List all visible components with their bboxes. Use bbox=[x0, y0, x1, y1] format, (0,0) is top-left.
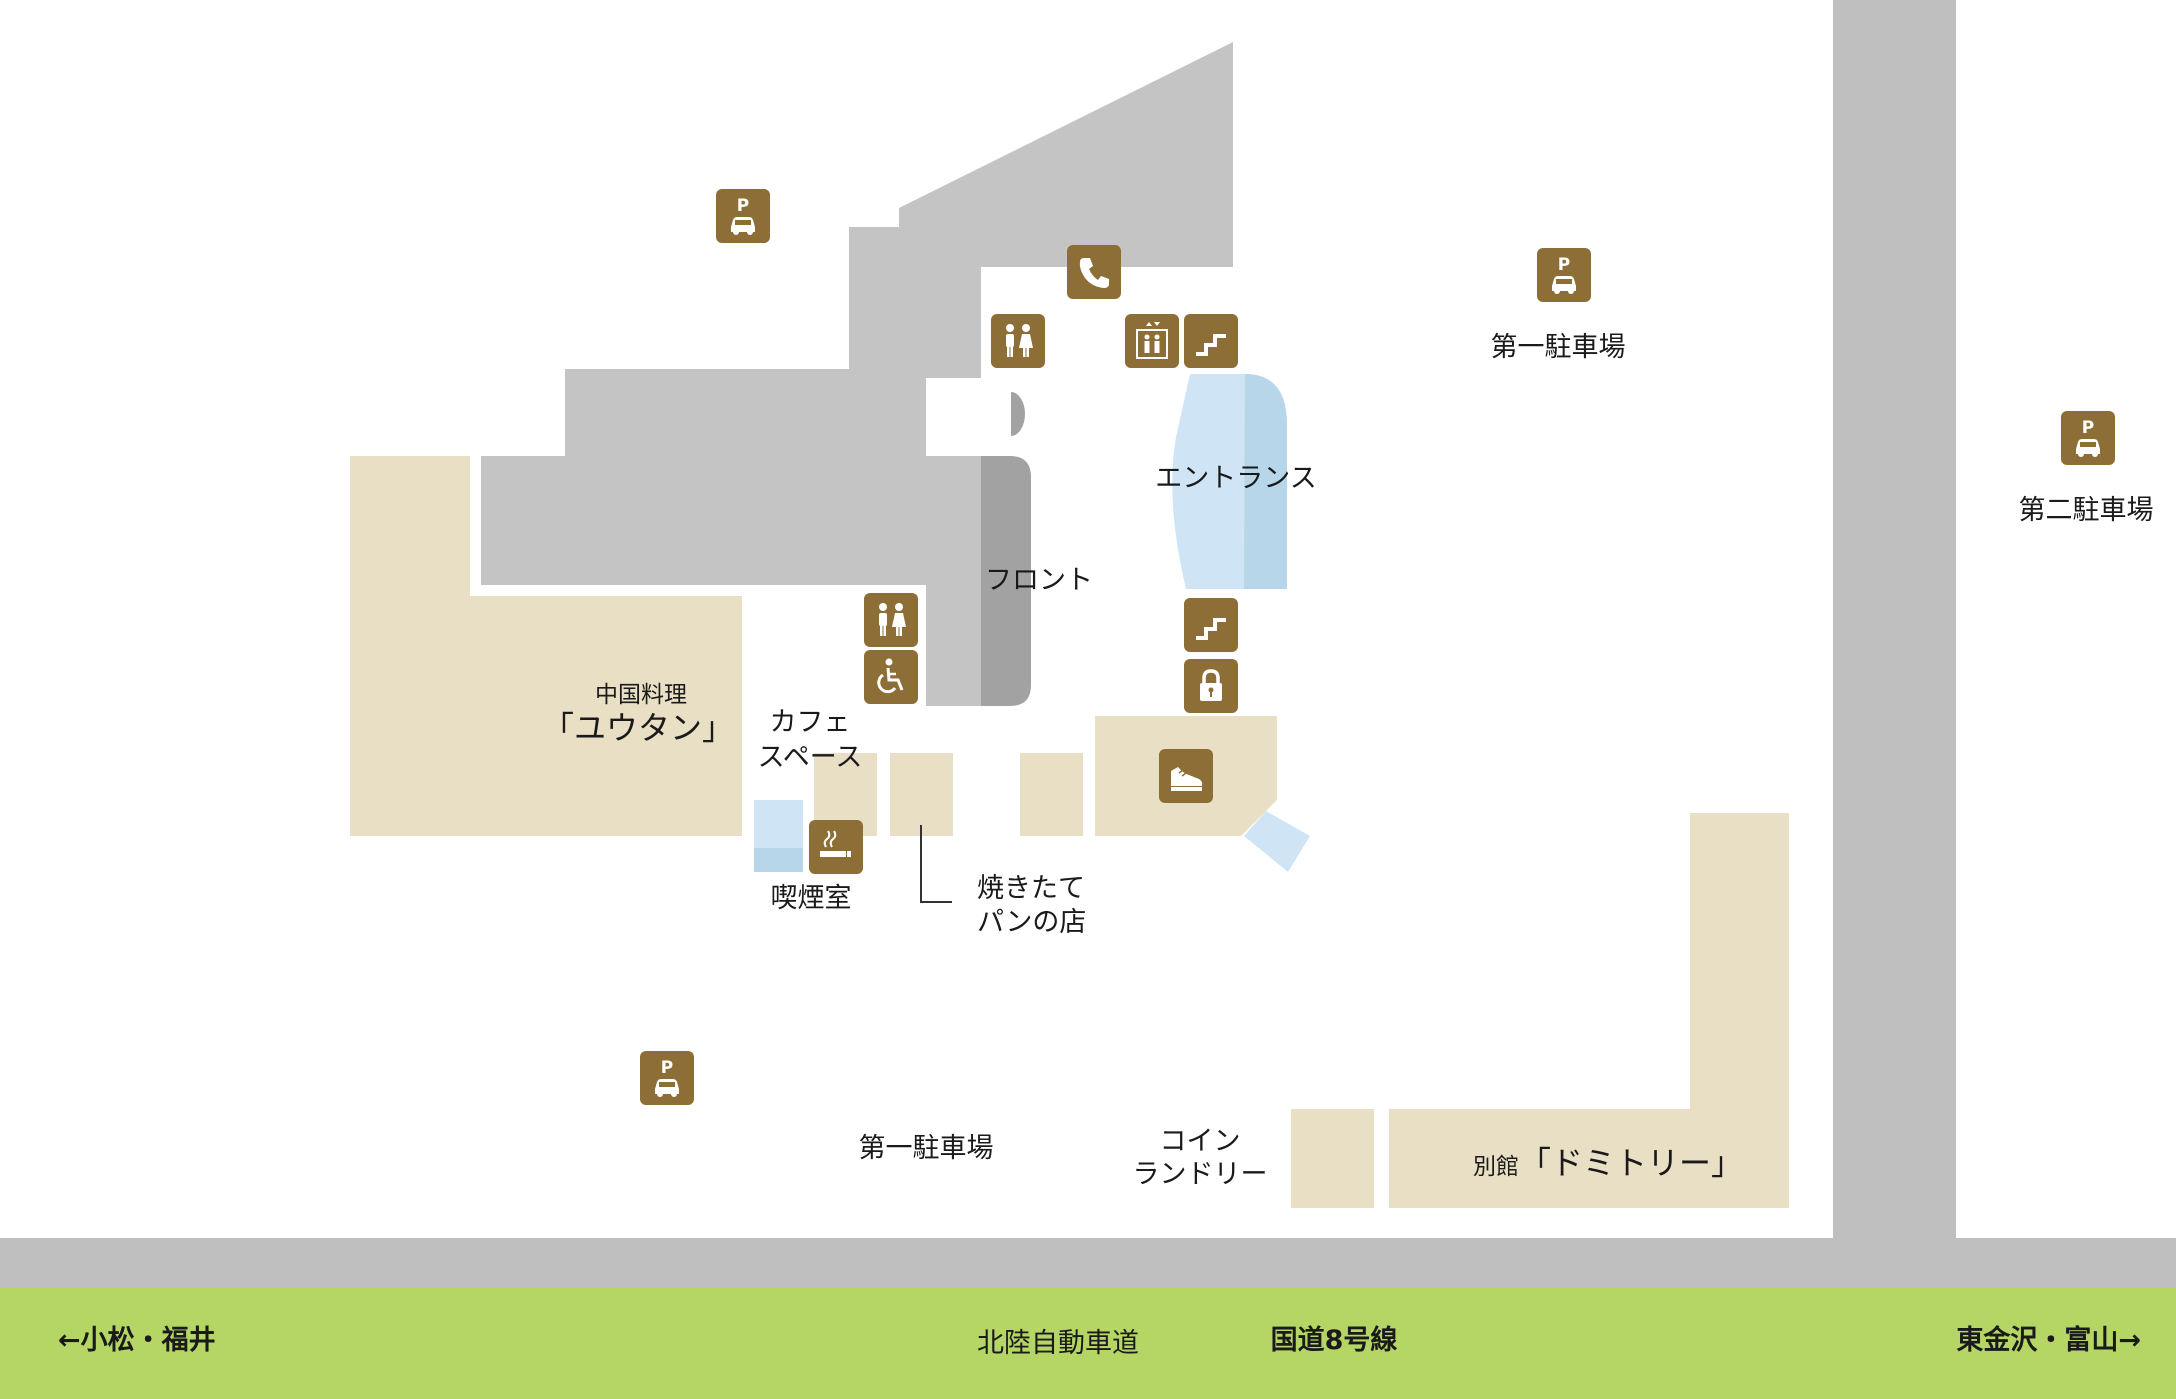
svg-text:P: P bbox=[1558, 255, 1570, 275]
cafe-space-label-line1: カフェ bbox=[769, 707, 851, 738]
svg-text:P: P bbox=[2082, 418, 2094, 438]
wheelchair-icon bbox=[864, 650, 918, 704]
annex-dormitory-area bbox=[1389, 813, 1789, 1208]
parking-icon: P bbox=[1537, 248, 1591, 302]
shoe-icon bbox=[1159, 749, 1213, 803]
side-glass bbox=[1244, 811, 1310, 872]
restroom-icon bbox=[864, 593, 918, 647]
coin-laundry-label-line2: ランドリー bbox=[1132, 1159, 1268, 1190]
main-building-lower bbox=[926, 456, 982, 706]
bakery-label-line2: パンの店 bbox=[977, 907, 1087, 938]
direction-right-label: 東金沢・富山→ bbox=[1956, 1325, 2141, 1356]
first-parking-lot-label: 第一駐車場 bbox=[858, 1133, 994, 1164]
locker-icon bbox=[1184, 659, 1238, 713]
direction-left-label: ←小松・福井 bbox=[58, 1325, 216, 1356]
national-route-band bbox=[0, 1238, 2176, 1288]
side-road bbox=[1833, 0, 1956, 1238]
chinese-restaurant-name: 「ユウタン」 bbox=[541, 709, 735, 747]
pillar bbox=[1011, 392, 1025, 436]
expressway-band bbox=[0, 1288, 2176, 1399]
cafe-space-label-line2: スペース bbox=[757, 742, 863, 773]
shop-area bbox=[1020, 753, 1083, 836]
stairs-icon bbox=[1184, 598, 1238, 652]
svg-text:P: P bbox=[661, 1058, 673, 1078]
front-desk-counter bbox=[981, 456, 1031, 706]
svg-text:P: P bbox=[737, 196, 749, 216]
smoking-room-label: 喫煙室 bbox=[770, 883, 852, 914]
telephone-icon bbox=[1067, 245, 1121, 299]
main-building bbox=[481, 42, 1233, 585]
annex-dormitory-label: 別館「ドミトリー」 bbox=[1473, 1144, 1744, 1183]
parking-icon: P bbox=[2061, 411, 2115, 465]
smoking-icon bbox=[809, 820, 863, 874]
restroom-icon bbox=[991, 314, 1045, 368]
second-parking-lot-label: 第二駐車場 bbox=[2018, 495, 2154, 526]
smoking-room-glass-shade bbox=[754, 848, 803, 872]
first-parking-lot-label: 第一駐車場 bbox=[1490, 332, 1626, 363]
chinese-restaurant-area bbox=[350, 456, 742, 836]
elevator-icon bbox=[1125, 314, 1179, 368]
bakery-area bbox=[890, 753, 953, 836]
entrance-label: エントランス bbox=[1155, 463, 1317, 494]
chinese-restaurant-label: 中国料理 bbox=[595, 682, 687, 708]
parking-icon: P bbox=[716, 189, 770, 243]
coin-laundry-area bbox=[1291, 1109, 1374, 1208]
front-desk-label: フロント bbox=[985, 565, 1093, 596]
annex-name: 「ドミトリー」 bbox=[1519, 1144, 1744, 1182]
entrance-glass-shade bbox=[1244, 374, 1287, 589]
coin-laundry-label-line1: コイン bbox=[1159, 1126, 1241, 1157]
annex-prefix: 別館 bbox=[1473, 1154, 1519, 1180]
national-route-label: 国道8号線 bbox=[1270, 1325, 1398, 1356]
parking-icon: P bbox=[640, 1051, 694, 1105]
bakery-leader-line bbox=[920, 825, 952, 903]
bakery-label-line1: 焼きたて bbox=[977, 873, 1085, 904]
stairs-icon bbox=[1184, 314, 1238, 368]
expressway-label: 北陸自動車道 bbox=[977, 1328, 1139, 1359]
